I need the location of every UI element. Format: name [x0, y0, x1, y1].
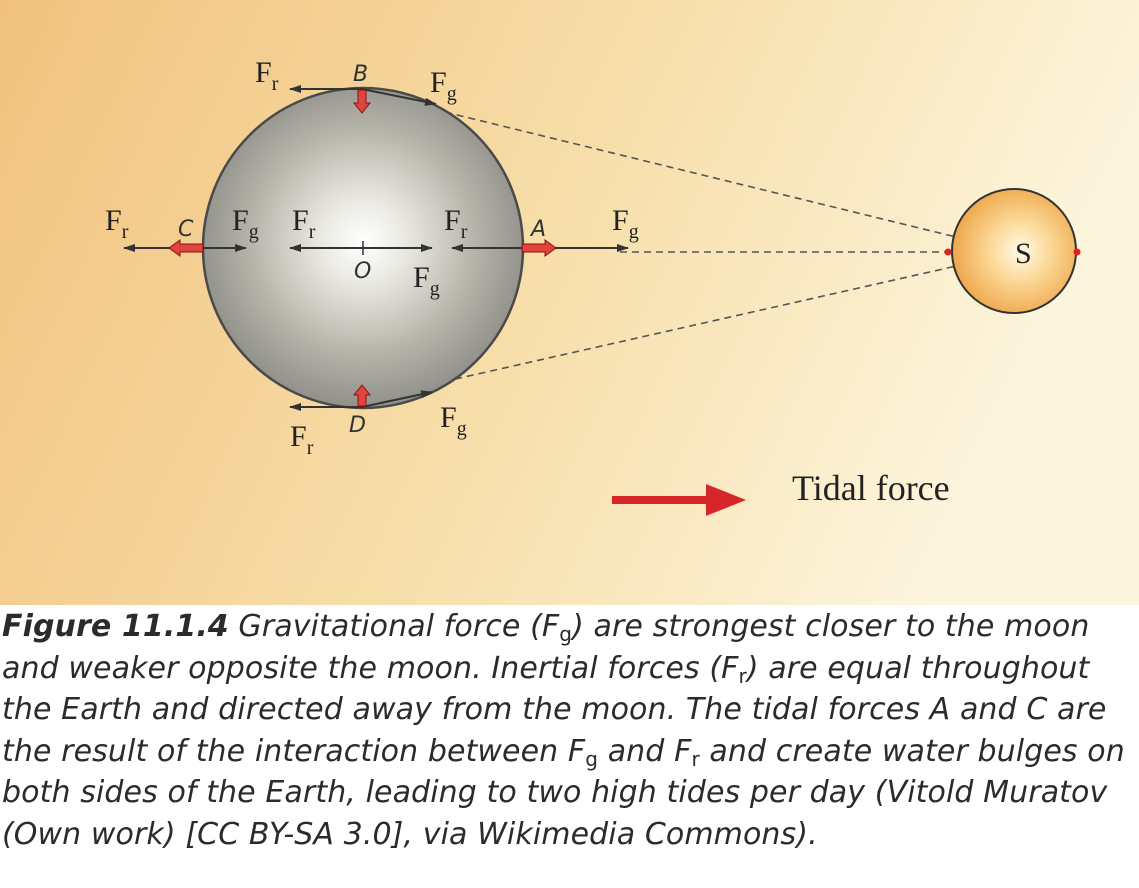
dashed-line-d-to-s — [419, 254, 1006, 388]
point-label-b: B — [353, 62, 368, 87]
figure-label: Figure 11.1.4 — [2, 609, 229, 644]
tidal-arrow-c — [168, 239, 204, 257]
moon-right-point — [1073, 248, 1081, 256]
dashed-line-b-to-s — [444, 111, 1006, 250]
caption-text-1: Gravitational force (F — [228, 609, 560, 644]
center-label-o: O — [354, 259, 371, 284]
label-fg-d: Fg — [440, 401, 467, 440]
legend-tidal-arrow — [612, 484, 746, 516]
label-fg-c: Fg — [232, 204, 259, 243]
tidal-arrow-b — [352, 89, 372, 114]
tidal-force-diagram: Tidal force Fr Fg Fr Fg Fr Fg Fr Fg Fr F… — [0, 0, 1139, 605]
label-fr-o: Fr — [292, 204, 316, 243]
fg-arrow-d — [361, 390, 433, 408]
moon-circle — [951, 188, 1077, 314]
point-label-a: A — [529, 217, 546, 242]
label-fr-c: Fr — [105, 204, 129, 243]
moon-label: S — [1015, 237, 1032, 270]
label-fr-b: Fr — [255, 56, 279, 95]
tidal-arrow-a — [521, 239, 557, 257]
label-fg-a: Fg — [612, 204, 639, 243]
point-label-d: D — [349, 413, 366, 438]
tidal-arrow-d — [352, 384, 372, 407]
label-fr-d: Fr — [290, 420, 314, 459]
caption-sub-r-2: r — [691, 746, 700, 771]
caption-sub-r-1: r — [738, 663, 747, 688]
fg-arrow-b — [361, 88, 437, 106]
caption-text-2: ) are strongest closer to the moon and w… — [2, 609, 1090, 686]
caption-text-5: and create water bulges on both sides of… — [2, 733, 1125, 852]
caption-text-3: ) are equal throughout the Earth and dir… — [2, 650, 1107, 769]
caption-sub-g-1: g — [559, 622, 573, 646]
legend-label: Tidal force — [792, 468, 950, 508]
label-fr-a: Fr — [444, 204, 468, 243]
figure-caption: Figure 11.1.4 Gravitational force (Fg) a… — [2, 606, 1139, 888]
label-fg-b: Fg — [430, 66, 457, 105]
caption-sub-g-2: g — [585, 746, 599, 771]
point-label-c: C — [178, 217, 194, 242]
diagram-background — [0, 0, 1139, 605]
moon-left-point — [944, 248, 952, 256]
label-fg-o: Fg — [413, 261, 440, 300]
caption-text-4: and F — [598, 733, 692, 769]
